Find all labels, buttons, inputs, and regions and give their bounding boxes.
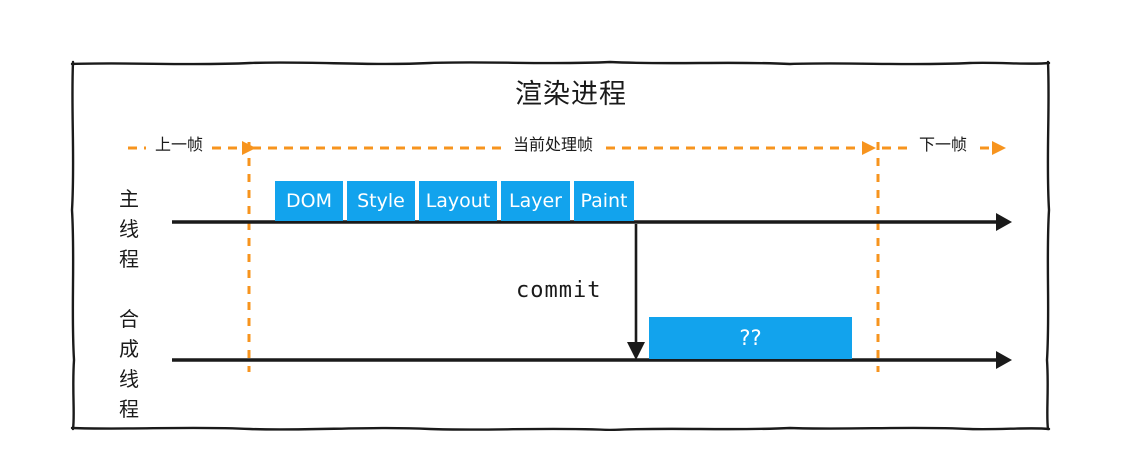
pipeline-stage-layout[interactable]: Layout [419,181,497,221]
compositor-task-unknown-box[interactable]: ?? [649,317,852,359]
pipeline-stage-paint[interactable]: Paint [574,181,634,221]
label-main-thread: 主线程 [119,187,139,271]
label-current-frame: 当前处理帧 [510,131,597,155]
current-frame-arrowhead [862,141,876,155]
label-commit: commit [516,278,602,303]
diagram-title: 渲染进程 [515,79,627,110]
main-thread-arrowhead [996,213,1012,231]
label-next-frame: 下一帧 [916,131,971,155]
compositor-thread-arrowhead [996,351,1012,369]
next-frame-arrowhead [992,141,1006,155]
pipeline-stage-style[interactable]: Style [347,181,415,221]
label-previous-frame: 上一帧 [152,131,207,155]
sketchy-frame-border [70,60,1051,431]
pipeline-stage-dom[interactable]: DOM [275,181,343,221]
pipeline-stage-layer[interactable]: Layer [501,181,570,221]
label-compositor-thread: 合成线程 [119,307,139,421]
commit-arrow-head [627,342,645,360]
